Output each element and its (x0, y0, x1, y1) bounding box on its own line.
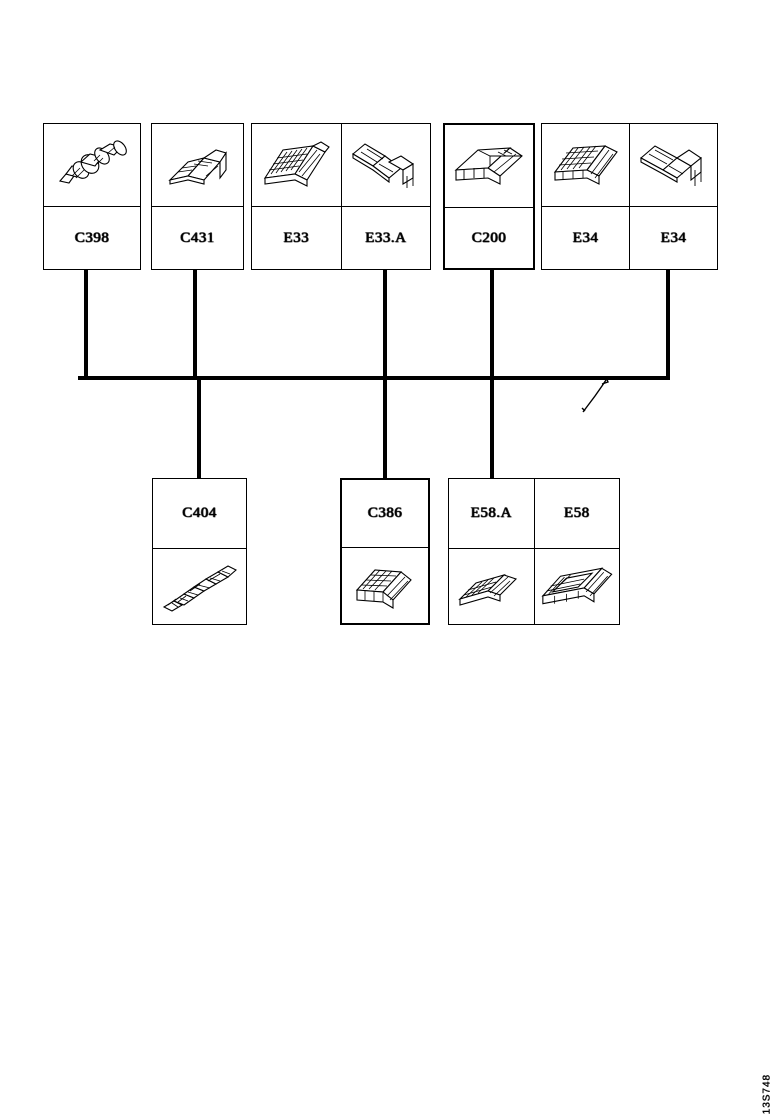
connector-group-c386[interactable]: C386 (340, 478, 430, 625)
connector-group-c200[interactable]: C200 (443, 123, 535, 270)
connector-wire-pigtail-icon (162, 564, 237, 612)
connector-c398-image (44, 124, 140, 207)
connector-e34-right-label-pane: E34 (630, 207, 717, 269)
drop-wire-c386 (383, 380, 387, 478)
connector-group-c431[interactable]: C431 (151, 123, 244, 270)
drop-wire-e58 (490, 380, 494, 478)
connector-e33[interactable]: E33 (252, 124, 341, 269)
drop-wire-c200 (490, 270, 494, 380)
connector-c431-label-pane: C431 (152, 207, 243, 269)
connector-c200-image (445, 125, 533, 208)
connector-c404-image (153, 548, 246, 624)
connector-c386-label: C386 (367, 505, 403, 521)
connector-e33-a-label: E33.A (365, 229, 407, 246)
connector-small-shell-icon (458, 573, 518, 606)
main-harness-bus (78, 376, 670, 380)
connector-multi-pin-block-icon (264, 141, 331, 187)
connector-square-shell-icon (355, 568, 412, 609)
connector-c431-image (152, 124, 243, 207)
sheet-reference-id: 13S748 (761, 1074, 772, 1114)
connector-e58-image (534, 548, 619, 624)
connector-ribbed-block-icon (553, 145, 618, 185)
connector-e34-left-label: E34 (572, 229, 599, 246)
connector-c404-label-pane: C404 (153, 479, 246, 548)
connector-c398-label-pane: C398 (44, 207, 140, 269)
connector-c431-label: C431 (180, 229, 215, 246)
connector-e34-left-image (542, 124, 629, 207)
connector-group-e34[interactable]: E34 E34 (541, 123, 718, 270)
connector-e33-label: E33 (283, 229, 310, 246)
connector-wide-tray-icon (540, 567, 612, 604)
connector-box-housing-icon (454, 147, 523, 185)
connector-group-c404[interactable]: C404 (152, 478, 247, 625)
drop-wire-e33 (383, 270, 387, 380)
connector-c431[interactable]: C431 (152, 124, 243, 269)
connector-c398-label: C398 (74, 229, 110, 246)
connector-e58[interactable]: E58 (533, 479, 620, 624)
connector-cylindrical-inline-icon (58, 140, 127, 184)
drop-wire-c398 (84, 270, 88, 380)
connector-e33-label-pane: E33 (252, 207, 341, 269)
connector-e34-right-image (630, 124, 717, 207)
connector-e34-left-label-pane: E34 (542, 207, 629, 269)
connector-angled-terminal-icon (351, 143, 414, 188)
connector-e33-a[interactable]: E33.A (340, 124, 431, 269)
connector-e34-right[interactable]: E34 (629, 124, 717, 269)
connector-e34-left[interactable]: E34 (542, 124, 629, 269)
drop-wire-c404 (197, 380, 201, 478)
connector-c404-label: C404 (182, 505, 217, 521)
connector-c200-label-pane: C200 (445, 208, 533, 268)
connector-e58-a-image (449, 548, 534, 624)
drop-wire-c431 (193, 270, 197, 380)
connector-e58-label-pane: E58 (535, 479, 620, 548)
connector-e33-image (252, 124, 341, 207)
connector-c386-label-pane: C386 (342, 480, 428, 547)
connector-rectangular-plug-icon (167, 149, 227, 185)
connector-group-e58[interactable]: E58.A (448, 478, 620, 625)
connector-flat-blade-icon (639, 145, 702, 186)
connector-group-c398[interactable]: C398 (43, 123, 141, 270)
connector-c398[interactable]: C398 (44, 124, 140, 269)
bus-callout-leader (581, 376, 609, 413)
drop-wire-e34 (666, 270, 670, 380)
connector-e58-a[interactable]: E58.A (449, 479, 534, 624)
connector-c200-label: C200 (471, 229, 507, 246)
connector-c200[interactable]: C200 (445, 125, 533, 268)
connector-e33-a-image (341, 124, 430, 207)
connector-c386[interactable]: C386 (342, 480, 428, 623)
connector-e58-a-label-pane: E58.A (449, 479, 534, 548)
connector-group-e33[interactable]: E33 E33.A (251, 123, 431, 270)
connector-c386-image (342, 547, 428, 623)
connector-e34-right-label: E34 (660, 229, 687, 246)
connector-e58-a-label: E58.A (470, 505, 512, 521)
connector-e33-a-label-pane: E33.A (342, 207, 431, 269)
connector-e58-label: E58 (563, 505, 590, 521)
connector-c404[interactable]: C404 (153, 479, 246, 624)
